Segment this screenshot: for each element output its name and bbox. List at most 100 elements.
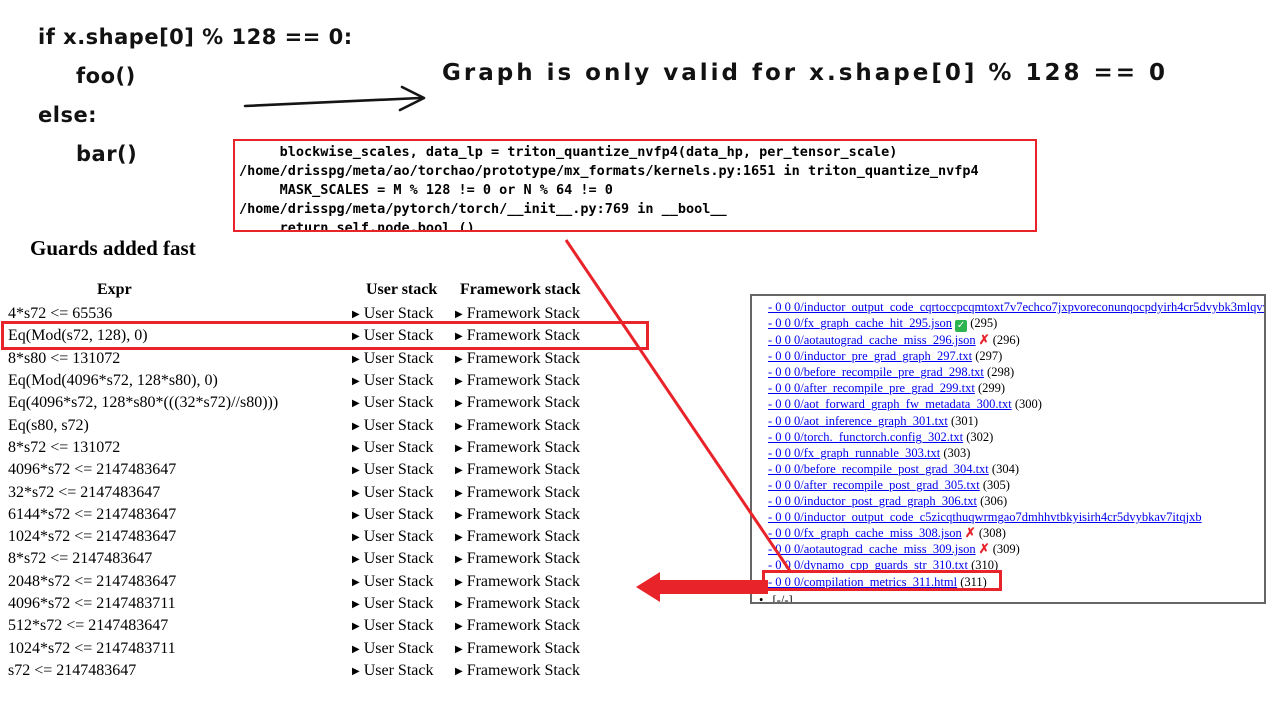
file-number: (298) (983, 365, 1015, 380)
file-list-item: - 0 0 0/before_recompile_pre_grad_298.tx… (768, 364, 1264, 380)
user-stack-toggle[interactable]: ▶User Stack (352, 573, 455, 591)
user-stack-toggle[interactable]: ▶User Stack (352, 350, 455, 368)
user-stack-toggle[interactable]: ▶User Stack (352, 484, 455, 502)
column-header-expr: Expr (97, 281, 132, 298)
framework-stack-toggle[interactable]: ▶Framework Stack (455, 528, 645, 546)
stack-toggle-label: User Stack (363, 661, 434, 679)
user-stack-toggle[interactable]: ▶User Stack (352, 327, 455, 345)
triangle-collapsed-icon: ▶ (352, 665, 360, 677)
stack-toggle-label: User Stack (363, 483, 434, 501)
file-link[interactable]: - 0 0 0/aotautograd_cache_miss_309.json (768, 542, 976, 557)
guard-expr: 32*s72 <= 2147483647 (8, 483, 161, 501)
file-link[interactable]: - 0 0 0/after_recompile_pre_grad_299.txt (768, 381, 975, 396)
triangle-collapsed-icon: ▶ (455, 576, 463, 588)
file-link[interactable]: - 0 0 0/before_recompile_post_grad_304.t… (768, 461, 989, 476)
framework-stack-toggle[interactable]: ▶Framework Stack (455, 617, 645, 635)
file-link[interactable]: - 0 0 0/aot_inference_graph_301.txt (768, 413, 948, 428)
triangle-collapsed-icon: ▶ (352, 621, 360, 633)
guards-row: Eq(4096*s72, 128*s80*(((32*s72)//s80)))▶… (8, 392, 645, 414)
user-stack-toggle[interactable]: ▶User Stack (352, 506, 455, 524)
file-link[interactable]: - 0 0 0/after_recompile_post_grad_305.tx… (768, 477, 980, 492)
stack-toggle-label: User Stack (363, 349, 434, 367)
guards-row: 4096*s72 <= 2147483711▶User Stack▶Framew… (8, 593, 645, 615)
user-stack-toggle[interactable]: ▶User Stack (352, 372, 455, 390)
triangle-collapsed-icon: ▶ (455, 643, 463, 655)
user-stack-toggle[interactable]: ▶User Stack (352, 662, 455, 680)
framework-stack-toggle[interactable]: ▶Framework Stack (455, 461, 645, 479)
file-link[interactable]: - 0 0 0/compilation_metrics_311.html (768, 574, 958, 589)
user-stack-toggle[interactable]: ▶User Stack (352, 640, 455, 658)
arrow-right-head-icon (398, 85, 426, 112)
file-link[interactable]: - 0 0 0/inductor_output_code_c5zicqthuqw… (768, 510, 1202, 525)
file-list-item: - 0 0 0/compilation_metrics_311.html (31… (768, 574, 1264, 590)
guards-table: 4*s72 <= 65536▶User Stack▶Framework Stac… (8, 303, 645, 682)
framework-stack-toggle[interactable]: ▶Framework Stack (455, 350, 645, 368)
triangle-collapsed-icon: ▶ (352, 487, 360, 499)
triangle-collapsed-icon: ▶ (352, 554, 360, 566)
framework-stack-toggle[interactable]: ▶Framework Stack (455, 439, 645, 457)
stack-toggle-label: User Stack (363, 305, 434, 323)
user-stack-toggle[interactable]: ▶User Stack (352, 305, 455, 323)
stack-toggle-label: Framework Stack (466, 416, 581, 434)
file-list-item: - 0 0 0/inductor_output_code_c5zicqthuqw… (768, 509, 1264, 525)
user-stack-toggle[interactable]: ▶User Stack (352, 550, 455, 568)
file-link[interactable]: - 0 0 0/aot_forward_graph_fw_metadata_30… (768, 397, 1012, 412)
file-link[interactable]: - 0 0 0/before_recompile_pre_grad_298.tx… (768, 365, 984, 380)
framework-stack-toggle[interactable]: ▶Framework Stack (455, 595, 645, 613)
triangle-collapsed-icon: ▶ (455, 621, 463, 633)
guard-expr: 512*s72 <= 2147483647 (8, 617, 169, 635)
framework-stack-toggle[interactable]: ▶Framework Stack (455, 484, 645, 502)
user-stack-toggle[interactable]: ▶User Stack (352, 595, 455, 613)
triangle-collapsed-icon: ▶ (455, 398, 463, 410)
framework-stack-toggle[interactable]: ▶Framework Stack (455, 305, 645, 323)
stack-toggle-label: Framework Stack (466, 639, 581, 657)
file-list-item: - 0 0 0/fx_graph_cache_hit_295.json (295… (768, 315, 1264, 333)
guard-expr: Eq(Mod(4096*s72, 128*s80), 0) (8, 372, 218, 390)
file-number: (304) (988, 461, 1019, 476)
highlight-box-guard-row (1, 321, 649, 350)
file-number: (299) (974, 381, 1006, 396)
guards-row: 32*s72 <= 2147483647▶User Stack▶Framewor… (8, 481, 645, 503)
triangle-collapsed-icon: ▶ (352, 509, 360, 521)
file-number: (296) (989, 333, 1020, 348)
file-link[interactable]: - 0 0 0/fx_graph_cache_miss_308.json (768, 526, 962, 541)
stack-toggle-label: Framework Stack (466, 617, 581, 635)
user-stack-toggle[interactable]: ▶User Stack (352, 439, 455, 457)
framework-stack-toggle[interactable]: ▶Framework Stack (455, 394, 645, 412)
triangle-collapsed-icon: ▶ (455, 376, 463, 388)
file-number: (303) (940, 445, 971, 460)
framework-stack-toggle[interactable]: ▶Framework Stack (455, 417, 645, 435)
stack-toggle-label: Framework Stack (466, 461, 581, 479)
guards-row: 4*s72 <= 65536▶User Stack▶Framework Stac… (8, 303, 645, 325)
triangle-collapsed-icon: ▶ (352, 465, 360, 477)
framework-stack-toggle[interactable]: ▶Framework Stack (455, 550, 645, 568)
triangle-collapsed-icon: ▶ (455, 353, 463, 365)
file-link[interactable]: - 0 0 0/aotautograd_cache_miss_296.json (768, 333, 976, 348)
file-list-item: - 0 0 0/fx_graph_runnable_303.txt (303) (768, 445, 1264, 461)
file-link[interactable]: - 0 0 0/inductor_post_grad_graph_306.txt (768, 494, 977, 509)
file-link[interactable]: - 0 0 0/dynamo_cpp_guards_str_310.txt (768, 558, 968, 573)
guards-row: Eq(s80, s72)▶User Stack▶Framework Stack (8, 414, 645, 436)
file-number: (300) (1011, 397, 1042, 412)
file-link[interactable]: - 0 0 0/torch._functorch.config_302.txt (768, 429, 964, 444)
framework-stack-toggle[interactable]: ▶Framework Stack (455, 372, 645, 390)
file-link[interactable]: - 0 0 0/inductor_pre_grad_graph_297.txt (768, 349, 973, 364)
framework-stack-toggle[interactable]: ▶Framework Stack (455, 506, 645, 524)
stack-toggle-label: Framework Stack (466, 572, 581, 590)
framework-stack-toggle[interactable]: ▶Framework Stack (455, 327, 645, 345)
triangle-collapsed-icon: ▶ (455, 331, 463, 343)
framework-stack-toggle[interactable]: ▶Framework Stack (455, 662, 645, 680)
file-list-item: - 0 0 0/aotautograd_cache_miss_309.json … (768, 541, 1264, 557)
file-link[interactable]: - 0 0 0/fx_graph_cache_hit_295.json (768, 316, 952, 331)
triangle-collapsed-icon: ▶ (455, 509, 463, 521)
framework-stack-toggle[interactable]: ▶Framework Stack (455, 573, 645, 591)
user-stack-toggle[interactable]: ▶User Stack (352, 461, 455, 479)
framework-stack-toggle[interactable]: ▶Framework Stack (455, 640, 645, 658)
user-stack-toggle[interactable]: ▶User Stack (352, 528, 455, 546)
user-stack-toggle[interactable]: ▶User Stack (352, 394, 455, 412)
file-link[interactable]: - 0 0 0/inductor_output_code_cqrtoccpcqm… (768, 300, 1264, 314)
file-link[interactable]: - 0 0 0/fx_graph_runnable_303.txt (768, 445, 941, 460)
file-list-footer: [-/-] (759, 593, 793, 602)
user-stack-toggle[interactable]: ▶User Stack (352, 617, 455, 635)
user-stack-toggle[interactable]: ▶User Stack (352, 417, 455, 435)
